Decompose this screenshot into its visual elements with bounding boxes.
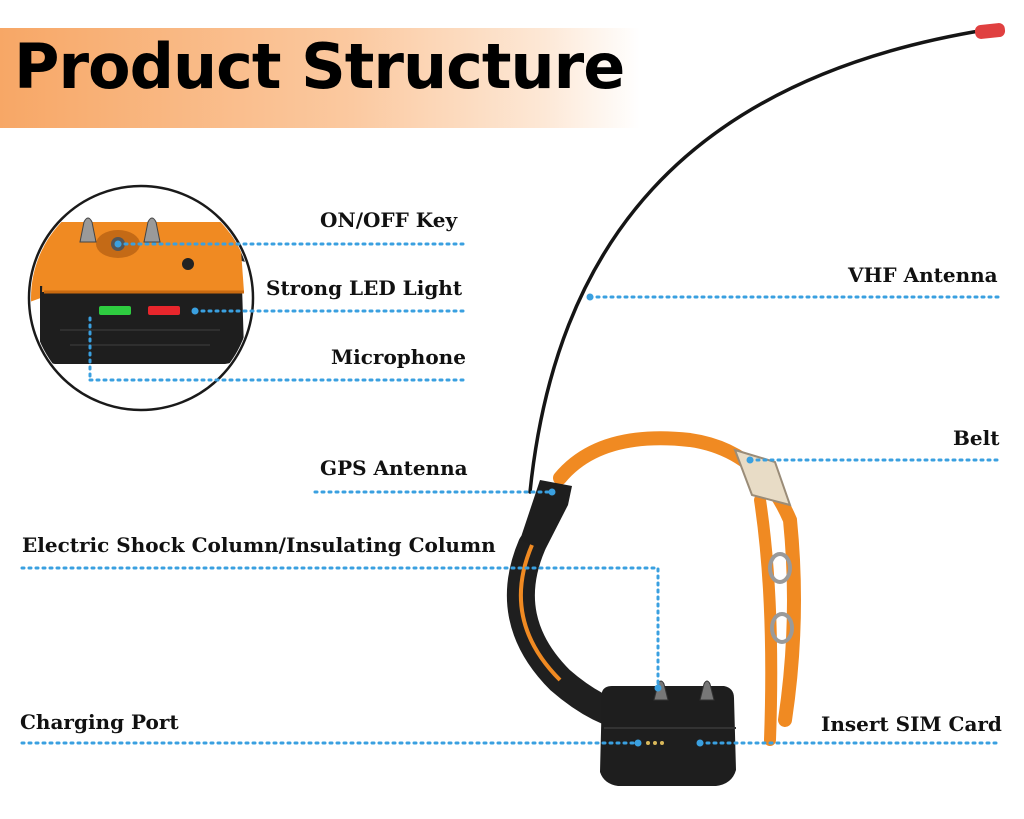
page-title: Product Structure [14, 30, 625, 103]
label-strong-led-light: Strong LED Light [266, 276, 463, 300]
label-gps-antenna: GPS Antenna [320, 456, 468, 480]
label-electric-shock-column: Electric Shock Column/Insulating Column [22, 533, 496, 557]
collar-device [506, 23, 1006, 786]
label-insert-sim-card: Insert SIM Card [821, 712, 1002, 736]
title-banner [0, 28, 640, 128]
green-led-icon [99, 306, 131, 315]
label-charging-port: Charging Port [20, 710, 179, 734]
red-led-icon [148, 306, 180, 315]
leader-lines [20, 242, 1002, 745]
leader-dots [548, 293, 754, 747]
label-belt: Belt [953, 426, 1000, 450]
antenna-tip-icon [974, 23, 1006, 39]
label-vhf-antenna: VHF Antenna [848, 263, 998, 287]
zoom-inset [27, 184, 255, 412]
label-on-off-key: ON/OFF Key [320, 208, 458, 232]
label-microphone: Microphone [331, 345, 466, 369]
